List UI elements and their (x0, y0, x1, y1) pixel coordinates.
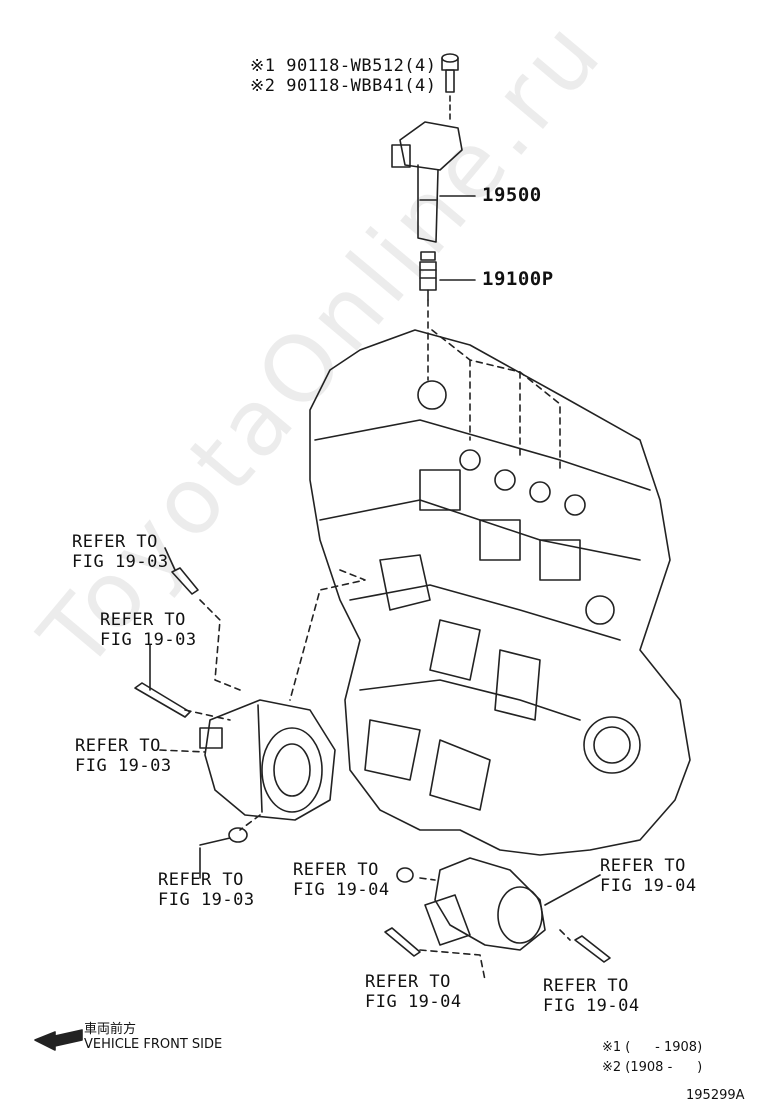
front-label-japanese: 車両前方 (84, 1022, 137, 1037)
bolt-part-b: ※2 90118-WBB41(4) (250, 76, 437, 96)
ref-label-3-line1: REFER TO (75, 736, 161, 756)
ref-label-8-line2: FIG 19-04 (543, 996, 640, 1016)
vehicle-front-arrow-icon (34, 1029, 83, 1051)
diagram-code: 195299A (686, 1088, 745, 1103)
front-label-english: VEHICLE FRONT SIDE (84, 1037, 223, 1052)
ref-label-2-line1: REFER TO (100, 610, 186, 630)
bolt-part-a: ※1 90118-WB512(4) (250, 56, 437, 76)
ref-label-6-line1: REFER TO (600, 856, 686, 876)
note-2: ※2 (1908 - ) (602, 1060, 703, 1075)
ref-label-4-line2: FIG 19-03 (158, 890, 255, 910)
leader-lines (149, 547, 201, 879)
ref-label-3-line2: FIG 19-03 (75, 756, 172, 776)
starter-motor (384, 857, 611, 963)
engine-block (309, 329, 691, 856)
alternator-bolts (134, 567, 248, 846)
plug-part-number: 19100P (482, 268, 554, 290)
ref-label-1-line2: FIG 19-03 (72, 552, 169, 572)
ref-label-1-line1: REFER TO (72, 532, 158, 552)
ref-label-4-line1: REFER TO (158, 870, 244, 890)
alternator (199, 699, 336, 821)
ref-label-2-line2: FIG 19-03 (100, 630, 197, 650)
ref-label-7-line1: REFER TO (365, 972, 451, 992)
ref-label-5-line1: REFER TO (293, 860, 379, 880)
ref-label-7-line2: FIG 19-04 (365, 992, 462, 1012)
coil-part-number: 19500 (482, 184, 542, 206)
coil-bolt (441, 53, 459, 121)
ignition-coil (391, 121, 476, 243)
note-1: ※1 ( - 1908) (602, 1040, 703, 1055)
ref-label-6-line2: FIG 19-04 (600, 876, 697, 896)
ref-label-8-line1: REFER TO (543, 976, 629, 996)
spark-plug (419, 251, 476, 301)
ref-label-5-line2: FIG 19-04 (293, 880, 390, 900)
